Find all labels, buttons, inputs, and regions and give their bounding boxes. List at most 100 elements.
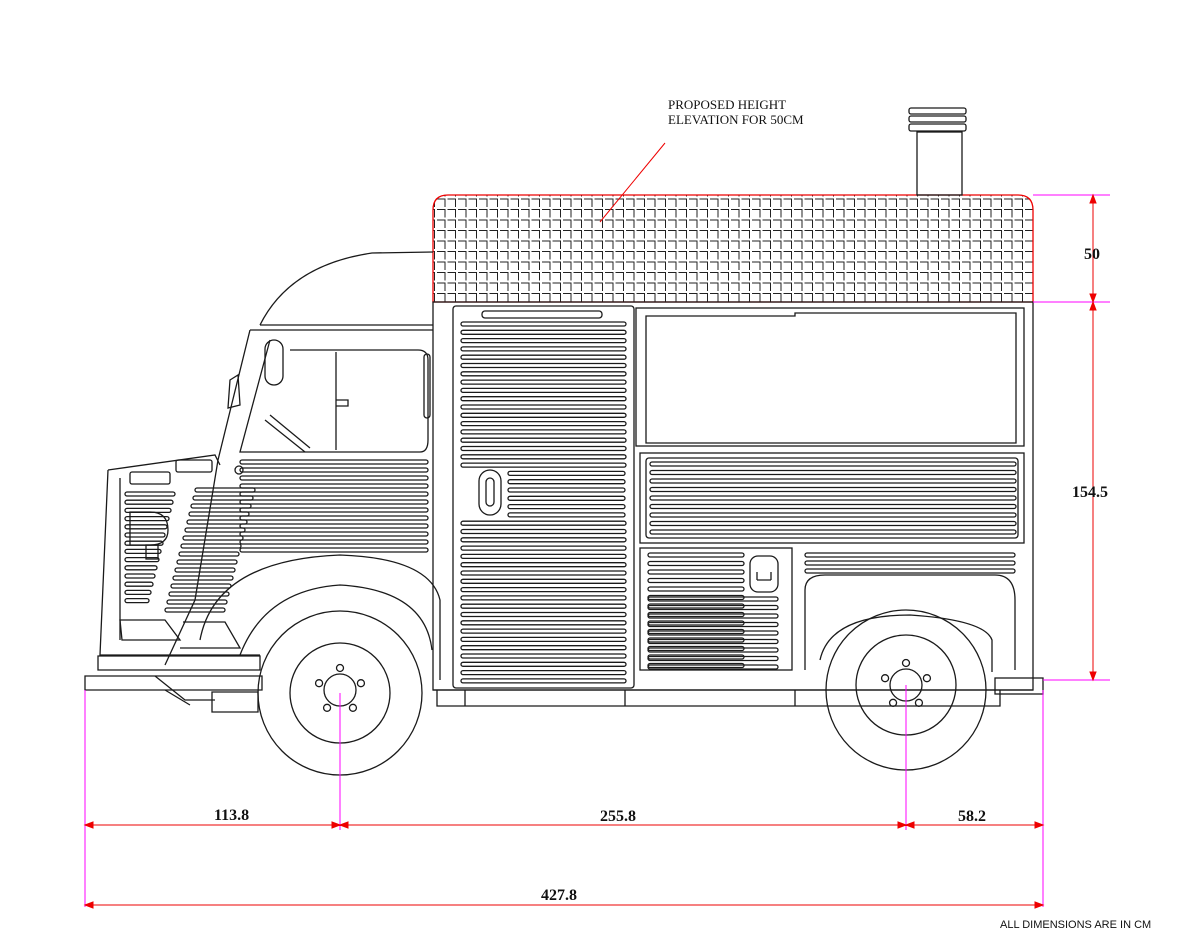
louver-slat (647, 552, 745, 558)
louver-slat (460, 429, 627, 435)
lug-nut (356, 679, 366, 688)
louver-slat (460, 396, 627, 402)
louver-slat (239, 475, 429, 481)
louver-slat (239, 507, 429, 513)
louver-slat (124, 556, 160, 563)
roof-extension (432, 194, 1034, 303)
lug-nut (922, 674, 932, 683)
louver-slat (460, 412, 627, 418)
louver-slats (124, 321, 1017, 684)
louver-slat (460, 371, 627, 377)
louver-slat (124, 589, 152, 596)
louver-slat (460, 595, 627, 601)
louver-slat (124, 524, 168, 530)
louver-slat (460, 578, 627, 584)
louver-slat (124, 499, 174, 505)
louver-slat (184, 527, 246, 533)
louver-slat (239, 547, 429, 553)
louver-slat (460, 678, 627, 684)
louver-slat (460, 404, 627, 410)
louver-slat (460, 329, 627, 335)
louver-slat (239, 539, 429, 545)
louver-slat (124, 548, 162, 555)
lug-nut (314, 679, 324, 688)
louver-slat (647, 655, 779, 662)
louver-slat (460, 437, 627, 443)
louver-slat (174, 567, 236, 573)
dim-body-height: 154.5 (1072, 484, 1108, 501)
louver-slat (507, 503, 626, 510)
louver-slat (460, 445, 627, 452)
louver-slat (460, 346, 627, 352)
louver-slat (460, 586, 627, 593)
louver-slat (649, 469, 1017, 476)
louver-slat (460, 661, 627, 667)
louver-slat (460, 387, 627, 394)
louver-slat (460, 611, 627, 618)
louver-slat (647, 664, 779, 670)
louver-slat (460, 562, 627, 568)
louver-slat (460, 570, 627, 576)
louver-slat (647, 586, 745, 592)
lug-nut (888, 698, 898, 707)
lug-nut (880, 674, 890, 683)
louver-slat (124, 540, 164, 546)
louver-slat (804, 560, 1016, 566)
louver-slat (507, 495, 626, 501)
louver-slat (460, 553, 627, 560)
louver-slat (192, 495, 254, 501)
louver-slat (460, 462, 627, 468)
louver-slat (647, 560, 745, 567)
lug-nut (901, 658, 911, 668)
louver-slat (190, 503, 252, 509)
van-body (432, 301, 1044, 707)
louver-slat (188, 511, 250, 517)
louver-slat (649, 478, 1017, 484)
louver-slat (460, 636, 627, 643)
louver-slat (649, 461, 1017, 467)
louver-slat (647, 596, 779, 602)
units-note: ALL DIMENSIONS ARE IN CM (1000, 919, 1152, 931)
louver-slat (647, 577, 745, 584)
louver-slat (124, 581, 154, 587)
louver-slat (649, 495, 1017, 501)
louver-slat (460, 337, 627, 344)
louver-slat (180, 543, 242, 549)
louver-slat (170, 583, 232, 589)
louver-slat (647, 613, 779, 619)
dimension-lines (83, 193, 1097, 909)
louver-slat (239, 467, 429, 473)
louver-slat (649, 520, 1017, 527)
annotation-line-2: ELEVATION FOR 50CM (668, 112, 804, 127)
louver-slat (172, 575, 234, 581)
louver-slat (460, 653, 627, 659)
louver-slat (460, 454, 627, 460)
louver-slat (124, 491, 176, 497)
dim-overall-length: 427.8 (541, 887, 577, 904)
louver-slat (507, 487, 626, 493)
annotation-line-1: PROPOSED HEIGHT (668, 97, 787, 112)
louver-slat (460, 528, 627, 535)
louver-slat (649, 512, 1017, 518)
dim-roof-extension: 50 (1084, 246, 1100, 263)
lug-nut (348, 703, 358, 712)
louver-slat (460, 420, 627, 427)
louver-slat (647, 638, 779, 645)
chimney (908, 107, 967, 196)
extension-lines (84, 194, 1110, 907)
louver-slat (507, 470, 626, 477)
louver-slat (239, 515, 429, 521)
fenders (199, 554, 993, 680)
louver-slat (239, 523, 429, 529)
louver-slat (124, 515, 170, 522)
louver-slat (460, 321, 627, 327)
louver-slat (124, 532, 166, 538)
louver-slat (194, 487, 256, 493)
annotation-leader-line (599, 142, 666, 223)
louver-slat (182, 535, 244, 541)
louver-slat (460, 620, 627, 626)
louver-slat (460, 362, 627, 369)
louver-slat (460, 669, 627, 676)
lug-nut (335, 663, 345, 673)
louver-slat (507, 512, 626, 518)
